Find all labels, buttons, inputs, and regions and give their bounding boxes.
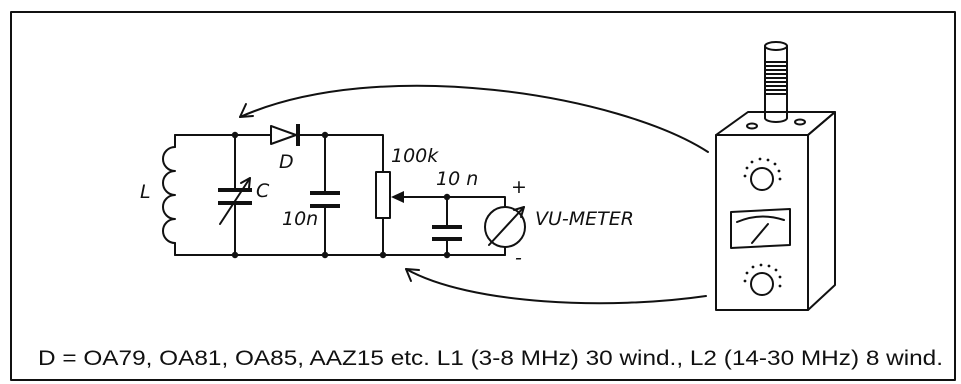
label-meter-plus: + [511, 176, 527, 198]
vu-meter-symbol [484, 206, 526, 248]
label-capacitor-1: 10n [282, 208, 318, 230]
diode [270, 124, 300, 146]
potentiometer [375, 171, 404, 219]
capacitor-10n [310, 191, 340, 208]
label-diode: D [279, 151, 294, 173]
label-meter: VU-METER [535, 208, 634, 230]
connection-arrow-top [239, 84, 709, 153]
inductor-coil [162, 146, 176, 244]
junction-dots [231, 131, 451, 259]
frame-border [10, 11, 956, 381]
label-meter-minus: - [515, 247, 522, 269]
plug-in-coil [764, 41, 788, 123]
variable-capacitor [218, 177, 252, 225]
wiper-arrowhead [391, 191, 404, 203]
connection-arrow-bottom [405, 268, 707, 305]
label-capacitor-2: 10 n [436, 168, 478, 190]
meter-window [730, 208, 791, 249]
top-jack-right [794, 118, 806, 126]
caption: D = OA79, OA81, OA85, AAZ15 etc. L1 (3-8… [38, 347, 943, 370]
label-capacitor-variable: C [256, 180, 270, 202]
control-knob [743, 263, 782, 296]
label-inductor: L [140, 181, 151, 203]
capacitor-10n-2 [432, 225, 462, 241]
coil-windings [764, 61, 788, 95]
tuning-knob [743, 157, 782, 191]
top-jack-left [746, 122, 758, 130]
receiver-box [715, 111, 836, 311]
label-potentiometer: 100k [391, 145, 439, 167]
